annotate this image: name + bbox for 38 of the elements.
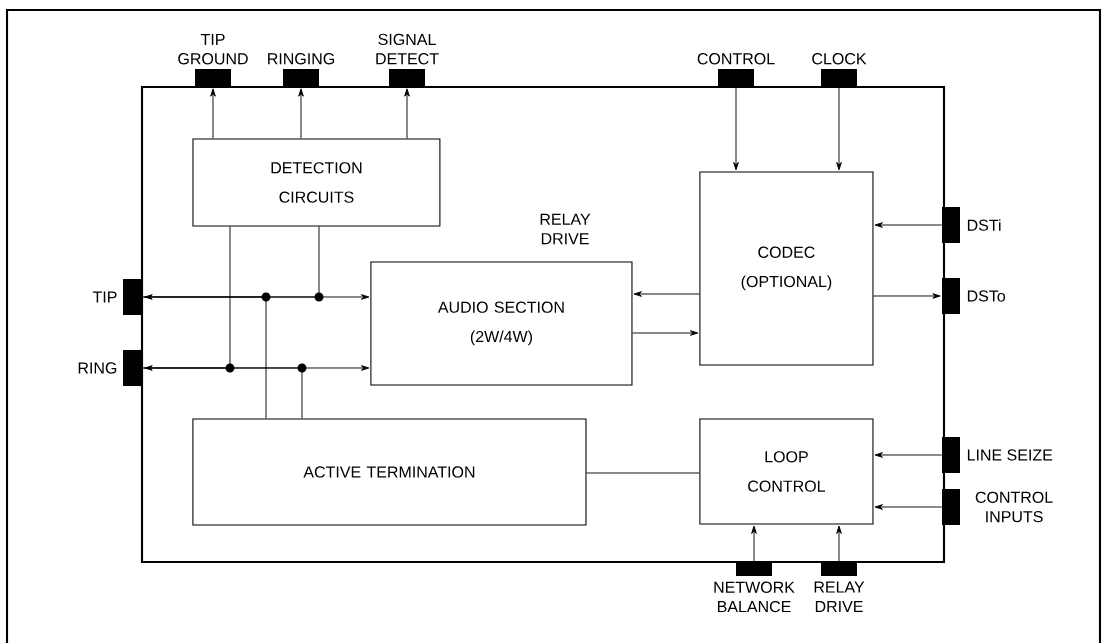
block-box: DETECTION CIRCUITS: [192, 138, 441, 227]
connector: [298, 88, 304, 139]
connector: [404, 88, 410, 139]
pin-label: CONTROL INPUTS: [975, 491, 1053, 523]
connector: [873, 293, 941, 299]
connector: [874, 452, 943, 458]
pin-label: DSTi: [967, 219, 1001, 231]
block-box: LOOP CONTROL: [699, 418, 874, 525]
pin-label: TIP: [92, 291, 117, 303]
pin-label: TIP GROUND: [178, 33, 248, 65]
connector: [633, 291, 700, 297]
block-box: CODEC (OPTIONAL): [699, 171, 874, 366]
connector: [836, 525, 842, 563]
connector: [586, 472, 700, 474]
pin-label: RING: [78, 362, 117, 374]
pin-label: LINE SEIZE: [967, 449, 1053, 461]
pin-label: RELAY DRIVE: [814, 581, 865, 612]
pin-label: DSTo: [967, 290, 1006, 302]
connector: [632, 330, 699, 336]
connector: [733, 86, 739, 171]
chip-outline: [140, 85, 946, 564]
pin-label: RINGING: [268, 53, 335, 65]
connector: [142, 367, 303, 419]
pin-label: CLOCK: [812, 53, 867, 65]
connector: [144, 294, 370, 300]
connector: [836, 86, 842, 171]
pin-label: NETWORK BALANCE: [714, 581, 795, 613]
pin-label: SIGNAL DETECT: [376, 33, 439, 65]
block-box: ACTIVE TERMINATION: [192, 418, 587, 526]
connector: [144, 365, 370, 371]
connector: [210, 88, 216, 139]
connector: [142, 296, 267, 419]
pin-label: CONTROL: [697, 53, 775, 65]
signal-label: RELAY DRIVE: [540, 213, 591, 245]
block-box: AUDIO SECTION (2W/4W): [370, 261, 633, 386]
connector: [751, 525, 757, 563]
connector: [874, 504, 943, 510]
connector: [874, 222, 943, 228]
